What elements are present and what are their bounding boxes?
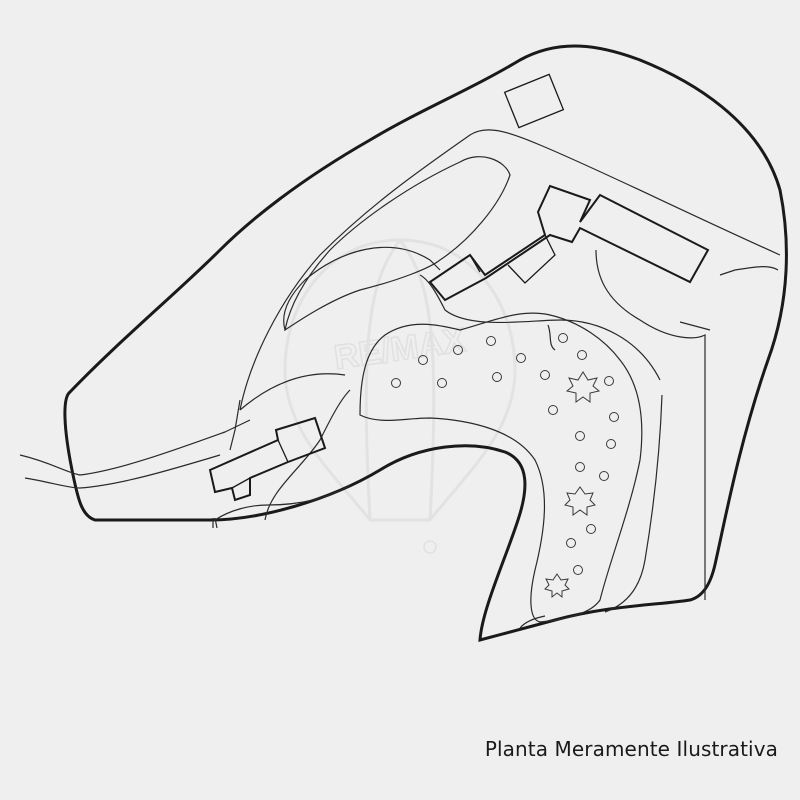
tree [604,376,614,386]
site-linework [19,129,781,629]
building-north-wing [469,234,556,284]
tree [486,336,496,346]
remax-watermark: RE/MAX [283,238,517,554]
shrub [544,573,570,599]
tree [558,333,568,343]
tree [516,353,526,363]
driveway-edge [229,399,241,451]
building-annex [503,73,565,129]
east-path [595,249,706,600]
driveway-loop-inner [239,373,346,411]
tree [418,355,428,365]
driveway-edge [264,389,351,521]
tree [548,405,558,415]
tree [575,462,585,472]
tree [540,370,550,380]
tree [606,439,616,449]
tree [437,378,447,388]
tree [453,345,463,355]
building-southwest [208,416,327,502]
driveway-loop-inner [283,246,441,331]
tree [492,372,502,382]
tree [586,524,596,534]
shrub [565,371,601,403]
garden-inner-edge [604,394,663,613]
buildings [208,73,710,502]
garden-inner-edge [547,324,556,351]
south-gate [212,517,218,529]
south-gate [519,615,546,629]
building-southwest-detail [231,439,289,489]
property-boundary [63,44,788,642]
south-path [214,484,351,521]
building-north [428,184,710,302]
svg-text:RE/MAX: RE/MAX [332,321,469,377]
tree [573,565,583,575]
tree [609,412,619,422]
access-road-edge [19,419,251,476]
east-path [679,321,711,331]
tree [599,471,609,481]
tree [566,538,576,548]
garden-border [359,312,643,623]
shrub [564,486,596,516]
tree [577,350,587,360]
driveway-loop-outer [239,129,781,411]
driveway-inner [284,156,511,332]
driveway-edge [419,274,661,381]
access-road-edge [24,454,221,489]
caption-planta: Planta Meramente Ilustrativa [484,737,778,761]
garden-trees [391,333,619,599]
tree [391,378,401,388]
tree [575,431,585,441]
east-path [719,266,779,276]
